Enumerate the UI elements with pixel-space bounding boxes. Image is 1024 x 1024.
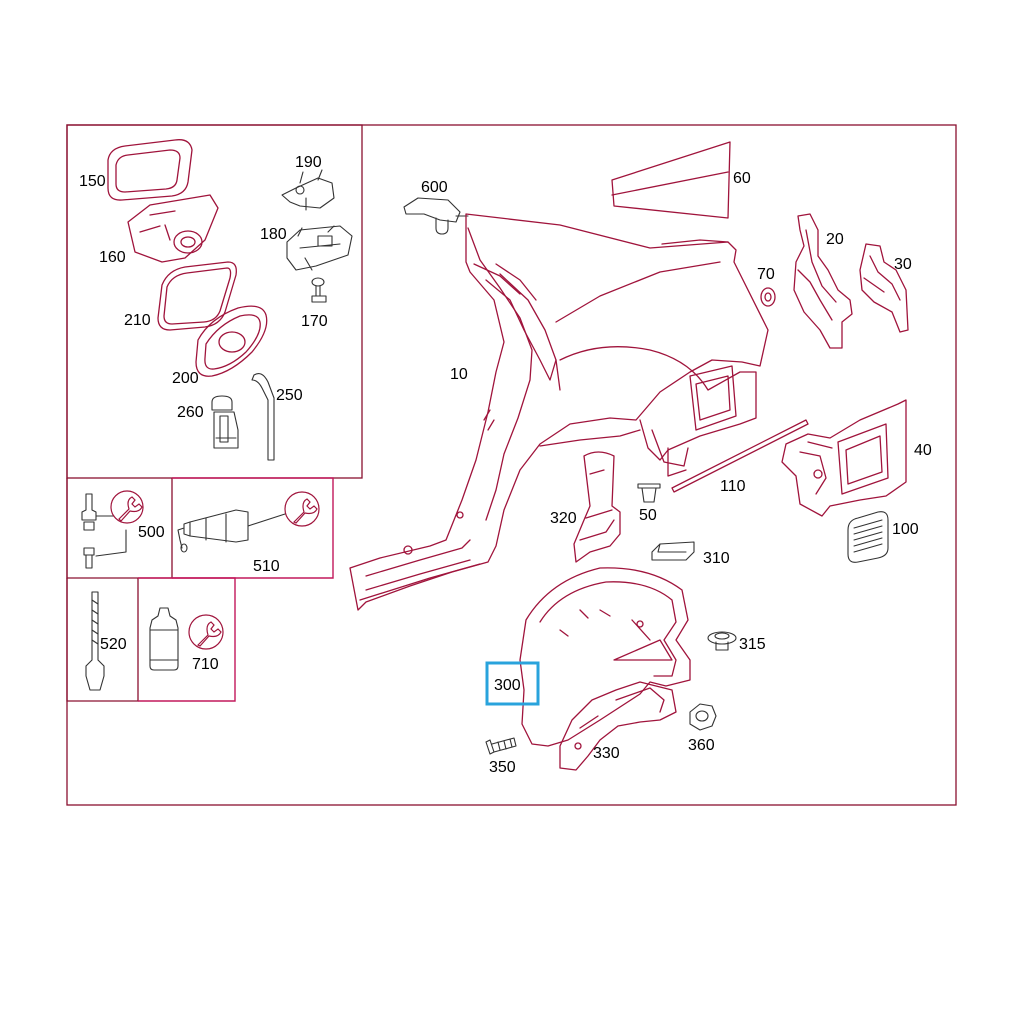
label-150[interactable]: 150 (79, 173, 106, 190)
part-360-nut[interactable] (689, 703, 717, 731)
part-510-sealant-tube[interactable] (177, 509, 286, 553)
label-260[interactable]: 260 (177, 404, 204, 421)
callout-labels: 150 160 190 180 170 210 200 250 260 500 … (79, 154, 932, 776)
label-60[interactable]: 60 (733, 170, 751, 187)
part-350-screw[interactable] (485, 737, 517, 755)
label-315[interactable]: 315 (739, 636, 766, 653)
label-510[interactable]: 510 (253, 558, 280, 575)
label-250[interactable]: 250 (276, 387, 303, 404)
part-10-quarter-panel[interactable] (349, 213, 769, 611)
part-60-panel[interactable] (611, 141, 731, 219)
part-180-latch-unit[interactable] (286, 225, 353, 271)
label-520[interactable]: 520 (100, 636, 127, 653)
label-710[interactable]: 710 (192, 656, 219, 673)
selected-part-highlight (485, 661, 540, 706)
part-150-fuel-flap[interactable] (107, 139, 193, 201)
label-360[interactable]: 360 (688, 737, 715, 754)
part-20-bracket[interactable] (793, 213, 853, 349)
label-600[interactable]: 600 (421, 179, 448, 196)
label-30[interactable]: 30 (894, 256, 912, 273)
part-200-filler-pot[interactable] (195, 305, 268, 377)
part-50-clip[interactable] (637, 483, 661, 503)
label-170[interactable]: 170 (301, 313, 328, 330)
label-300[interactable]: 300 (494, 677, 521, 694)
part-520-bolt[interactable] (85, 591, 105, 691)
label-500[interactable]: 500 (138, 524, 165, 541)
label-310[interactable]: 310 (703, 550, 730, 567)
part-100-vent-grille[interactable] (847, 511, 889, 563)
part-315-clip[interactable] (707, 631, 737, 651)
wrench-icon (188, 614, 224, 650)
label-200[interactable]: 200 (172, 370, 199, 387)
label-50[interactable]: 50 (639, 507, 657, 524)
label-320[interactable]: 320 (550, 510, 577, 527)
label-350[interactable]: 350 (489, 759, 516, 776)
part-710-bottle[interactable] (149, 607, 179, 671)
label-330[interactable]: 330 (593, 745, 620, 762)
wrench-icon (284, 491, 320, 527)
label-190[interactable]: 190 (295, 154, 322, 171)
part-40-panel[interactable] (781, 399, 907, 517)
inset-520-panel (66, 578, 139, 702)
part-320-bracket[interactable] (573, 451, 621, 563)
label-100[interactable]: 100 (892, 521, 919, 538)
part-190-actuator[interactable] (281, 169, 335, 211)
part-30-bracket[interactable] (859, 243, 909, 333)
part-260-clip[interactable] (211, 395, 239, 449)
inset-710-panel (138, 577, 236, 702)
label-70[interactable]: 70 (757, 266, 775, 283)
label-20[interactable]: 20 (826, 231, 844, 248)
part-600-bracket[interactable] (403, 197, 469, 235)
inset-panels (66, 124, 363, 702)
part-250-hose[interactable] (251, 373, 275, 461)
label-210[interactable]: 210 (124, 312, 151, 329)
part-70-grommet[interactable] (760, 287, 776, 307)
label-40[interactable]: 40 (914, 442, 932, 459)
label-10[interactable]: 10 (450, 366, 468, 383)
part-500-bolts[interactable] (81, 493, 127, 569)
label-180[interactable]: 180 (260, 226, 287, 243)
wrench-icon (110, 490, 144, 524)
part-210-seal[interactable] (157, 261, 237, 331)
inset-510-panel (172, 477, 334, 579)
part-110-strip[interactable] (671, 419, 809, 493)
part-330-liner-rear[interactable] (559, 681, 677, 771)
label-160[interactable]: 160 (99, 249, 126, 266)
part-170-screw[interactable] (311, 277, 327, 303)
part-300-wheel-housing-liner[interactable] (519, 567, 691, 747)
label-110[interactable]: 110 (720, 478, 746, 495)
part-160-filler-housing[interactable] (127, 194, 219, 263)
inset-500-panel (66, 478, 173, 579)
part-310-pad[interactable] (651, 541, 695, 561)
